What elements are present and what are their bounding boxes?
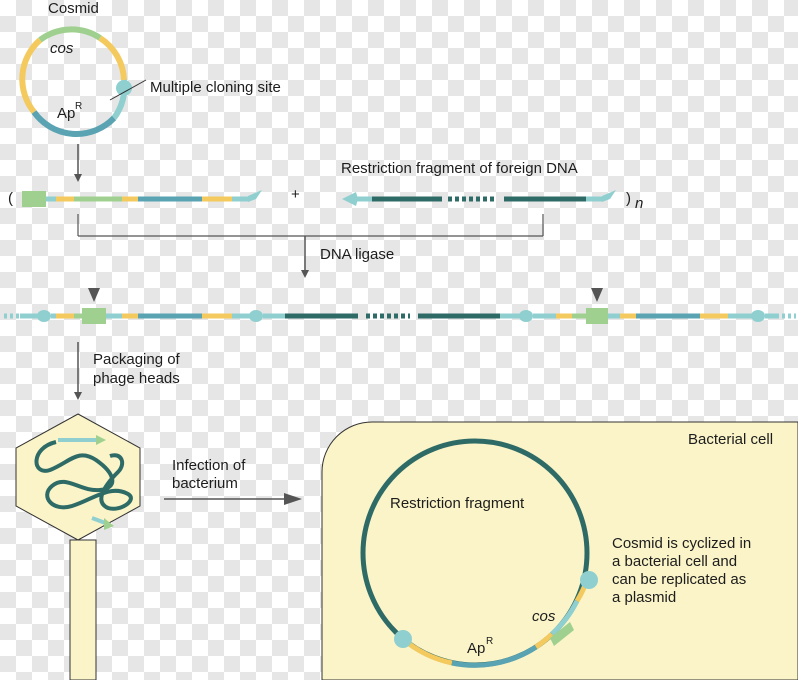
ampicillin-resistance-sup-cell: R xyxy=(486,636,494,647)
cos-junction-marker xyxy=(394,630,412,648)
cos-label: cos xyxy=(50,40,74,57)
cyclized-text-line1: Cosmid is cyclized in xyxy=(612,535,752,552)
cyclized-text-line3: can be replicated as xyxy=(612,571,747,588)
arrow-to-phage xyxy=(74,342,82,400)
circular-recombinant xyxy=(360,438,598,668)
cyclized-text-line2: a bacterial cell and xyxy=(612,553,738,570)
open-paren: ( xyxy=(8,190,13,207)
phage-particle xyxy=(15,413,141,680)
ampicillin-resistance-label-cell: Ap xyxy=(467,640,486,657)
foreign-dna-fragment xyxy=(342,190,616,206)
bacterial-cell-label: Bacterial cell xyxy=(688,431,774,448)
infection-label-line1: Infection of xyxy=(172,457,246,474)
cos-site-arrowhead xyxy=(88,288,100,302)
ampicillin-resistance-sup: R xyxy=(75,101,83,112)
bacterial-cell xyxy=(321,421,798,680)
cyclized-text-line4: a plasmid xyxy=(612,589,677,606)
arrow-to-cell xyxy=(164,493,302,505)
close-paren: ) xyxy=(626,190,631,207)
cosmid-label: Cosmid xyxy=(48,0,99,17)
foreign-dna-label: Restriction fragment of foreign DNA xyxy=(341,160,578,177)
plus-sign: + xyxy=(291,186,300,203)
phage-tail xyxy=(69,539,97,680)
cos-label-cell: cos xyxy=(532,608,556,625)
cos-junction-marker-2 xyxy=(580,571,598,589)
packaging-label-line1: Packaging of xyxy=(93,351,180,368)
cosmid-plasmid xyxy=(19,26,147,137)
linear-cosmid xyxy=(22,190,262,207)
cos-site-arrowhead-2 xyxy=(591,288,603,302)
ampicillin-resistance-label: Ap xyxy=(57,105,76,122)
dna-ligase-label: DNA ligase xyxy=(320,246,395,263)
multiple-cloning-site-label: Multiple cloning site xyxy=(150,79,281,96)
ligase-bracket xyxy=(77,214,544,278)
arrow-cosmid-to-linear xyxy=(74,144,82,182)
infection-label-line2: bacterium xyxy=(172,475,238,492)
restriction-fragment-label: Restriction fragment xyxy=(390,495,525,512)
n-subscript: n xyxy=(635,195,644,212)
concatemer-dna xyxy=(4,288,796,324)
cloning-site-marker xyxy=(116,80,132,96)
packaging-label-line2: phage heads xyxy=(93,370,180,387)
